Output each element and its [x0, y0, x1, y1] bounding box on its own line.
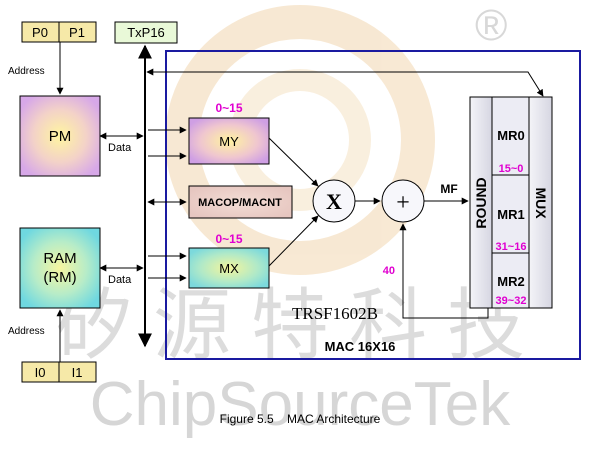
pointer-i0-label: I0 [35, 365, 46, 380]
address-label-top: Address [8, 66, 45, 77]
chip-name: TRSF1602B [292, 304, 378, 323]
feedback-value: 40 [383, 265, 395, 277]
feedback-arrow [399, 223, 489, 319]
macop-label: MACOP/MACNT [198, 197, 282, 209]
mx-register-box [188, 247, 270, 289]
mr2-label: MR2 [497, 274, 524, 289]
figure-caption: Figure 5.5 MAC Architecture [220, 412, 381, 426]
address-label-bottom: Address [8, 326, 45, 337]
bus-to-mux-top-arrow [146, 68, 544, 97]
mr2-range: 39~32 [496, 295, 527, 307]
txp16-box [114, 21, 178, 44]
txp16-label: TxP16 [127, 25, 165, 40]
data-label-top: Data [108, 142, 132, 154]
watermark-en: ChipSourceTek [90, 370, 511, 439]
my-range: 0~15 [215, 101, 242, 115]
pointer-i1-box [58, 361, 97, 383]
mux-label: MUX [533, 187, 549, 219]
watermark-cn: 矽源特科技 [55, 281, 545, 371]
my-label: MY [219, 134, 239, 149]
pointer-p1-box [58, 21, 97, 43]
my-to-mult-arrow [268, 137, 319, 187]
macop-box [188, 185, 293, 219]
mux-block [528, 96, 553, 309]
mr1-range: 31~16 [496, 241, 527, 253]
mr0-label: MR0 [497, 128, 524, 143]
ram-box [19, 227, 101, 309]
mx-to-mult-arrow [268, 215, 319, 267]
registered-mark: ® [475, 1, 507, 50]
data-label-bottom: Data [108, 274, 132, 286]
pointer-group-p: P0 P1 [21, 21, 97, 43]
mac-title: MAC 16X16 [325, 339, 396, 354]
multiplier-symbol: X [326, 189, 342, 214]
mr0-range: 15~0 [499, 163, 524, 175]
pointer-i1-label: I1 [72, 365, 83, 380]
mx-label: MX [219, 261, 239, 276]
round-label: ROUND [473, 177, 489, 228]
ram-label-line2: (RM) [43, 269, 76, 286]
mx-range: 0~15 [215, 232, 242, 246]
my-register-box [188, 117, 270, 165]
adder-symbol: + [396, 190, 410, 216]
pointer-group-i: I0 I1 [21, 361, 97, 383]
mr-registers-block [491, 96, 530, 309]
pm-box [19, 95, 101, 177]
ram-label-line1: RAM [43, 250, 76, 267]
mf-label: MF [440, 182, 457, 196]
pointer-p1-label: P1 [69, 25, 85, 40]
pointer-p0-label: P0 [32, 25, 48, 40]
pm-label: PM [49, 128, 72, 145]
mr1-label: MR1 [497, 207, 524, 222]
